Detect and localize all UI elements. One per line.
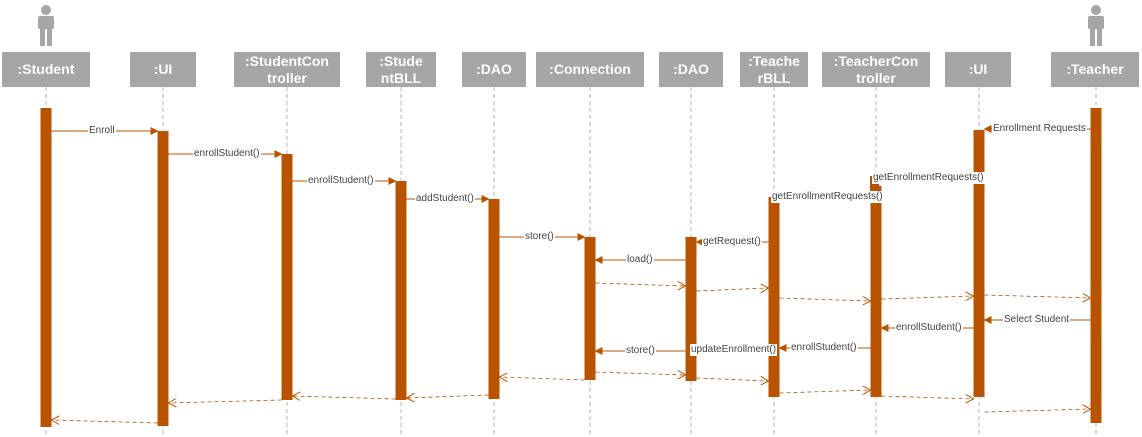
message-label: load() <box>626 254 654 266</box>
message-label: addStudent() <box>415 193 475 205</box>
return-message-arrow <box>984 295 1091 298</box>
participant-header-p7: :DAO <box>659 52 723 87</box>
message-label: Select Student <box>1003 314 1071 326</box>
participant-label-line: rBLL <box>757 69 791 86</box>
return-message-arrow <box>779 298 871 301</box>
return-message-arrow <box>595 372 686 375</box>
person-icon <box>1088 5 1104 46</box>
participant-label: :DAO <box>476 61 512 77</box>
participant-header-p11: :Teacher <box>1051 52 1139 87</box>
participant-label-line: :StudentCon <box>245 52 329 69</box>
participant-header-p10: :UI <box>945 52 1011 87</box>
participant-label-line: troller <box>267 69 307 86</box>
return-message-arrow <box>169 400 282 403</box>
message-label: getEnrollmentRequests() <box>872 172 985 184</box>
return-message-arrow <box>881 296 974 299</box>
message-label: getEnrollmentRequests() <box>771 191 884 203</box>
participant-label-line: ntBLL <box>380 69 422 86</box>
message-label: store() <box>524 231 555 243</box>
message-label: store() <box>625 345 656 357</box>
participant-label-line: :TeacherCon <box>833 52 919 69</box>
return-message-arrow <box>881 396 974 399</box>
activation-bar-p10 <box>973 130 985 397</box>
message-label: updateEnrollment() <box>690 344 778 356</box>
return-message-arrow <box>595 283 686 286</box>
return-message-arrow <box>500 377 585 380</box>
participant-header-p6: :Connection <box>536 52 644 87</box>
activation-bar-p8 <box>768 197 780 397</box>
activation-bar-p6 <box>584 237 596 380</box>
activation-bar-p5 <box>488 199 500 399</box>
participant-header-p2: :UI <box>130 52 196 87</box>
participant-label-line: troller <box>856 69 896 86</box>
activation-bar-p11 <box>1090 108 1102 423</box>
message-label: Enroll <box>88 125 116 137</box>
participant-label-line: :Teache <box>748 52 800 69</box>
activation-bar-p9 <box>870 186 882 397</box>
message-label: Enrollment Requests <box>992 123 1087 135</box>
participant-header-p1: :Student <box>2 52 90 87</box>
message-label: getRequest() <box>702 236 762 248</box>
message-label: enrollStudent() <box>307 175 375 187</box>
return-message-arrow <box>984 409 1091 412</box>
message-label: enrollStudent() <box>193 148 261 160</box>
activation-bar-p4 <box>395 181 407 400</box>
person-icon <box>38 5 54 46</box>
return-message-arrow <box>52 420 158 423</box>
activation-bar-p7 <box>685 237 697 381</box>
participant-header-p5: :DAO <box>462 52 526 87</box>
activation-bar-p2 <box>157 131 169 426</box>
participant-label: :DAO <box>673 61 709 77</box>
participant-label: :Teacher <box>1066 61 1124 77</box>
participant-label-line: :Stude <box>379 52 423 69</box>
participant-label: :Student <box>17 61 75 77</box>
message-label: enrollStudent() <box>790 342 858 354</box>
message-label: enrollStudent() <box>895 322 963 334</box>
activation-bar-p3 <box>281 154 293 400</box>
activation-bar-p1 <box>40 108 52 427</box>
participant-label: :UI <box>153 61 173 77</box>
return-message-arrow <box>696 288 769 291</box>
return-message-arrow <box>696 378 769 381</box>
participant-label: :UI <box>968 61 988 77</box>
return-message-arrow <box>779 390 871 393</box>
return-message-arrow <box>407 395 489 398</box>
participant-label: :Connection <box>549 61 631 77</box>
return-message-arrow <box>293 396 396 399</box>
